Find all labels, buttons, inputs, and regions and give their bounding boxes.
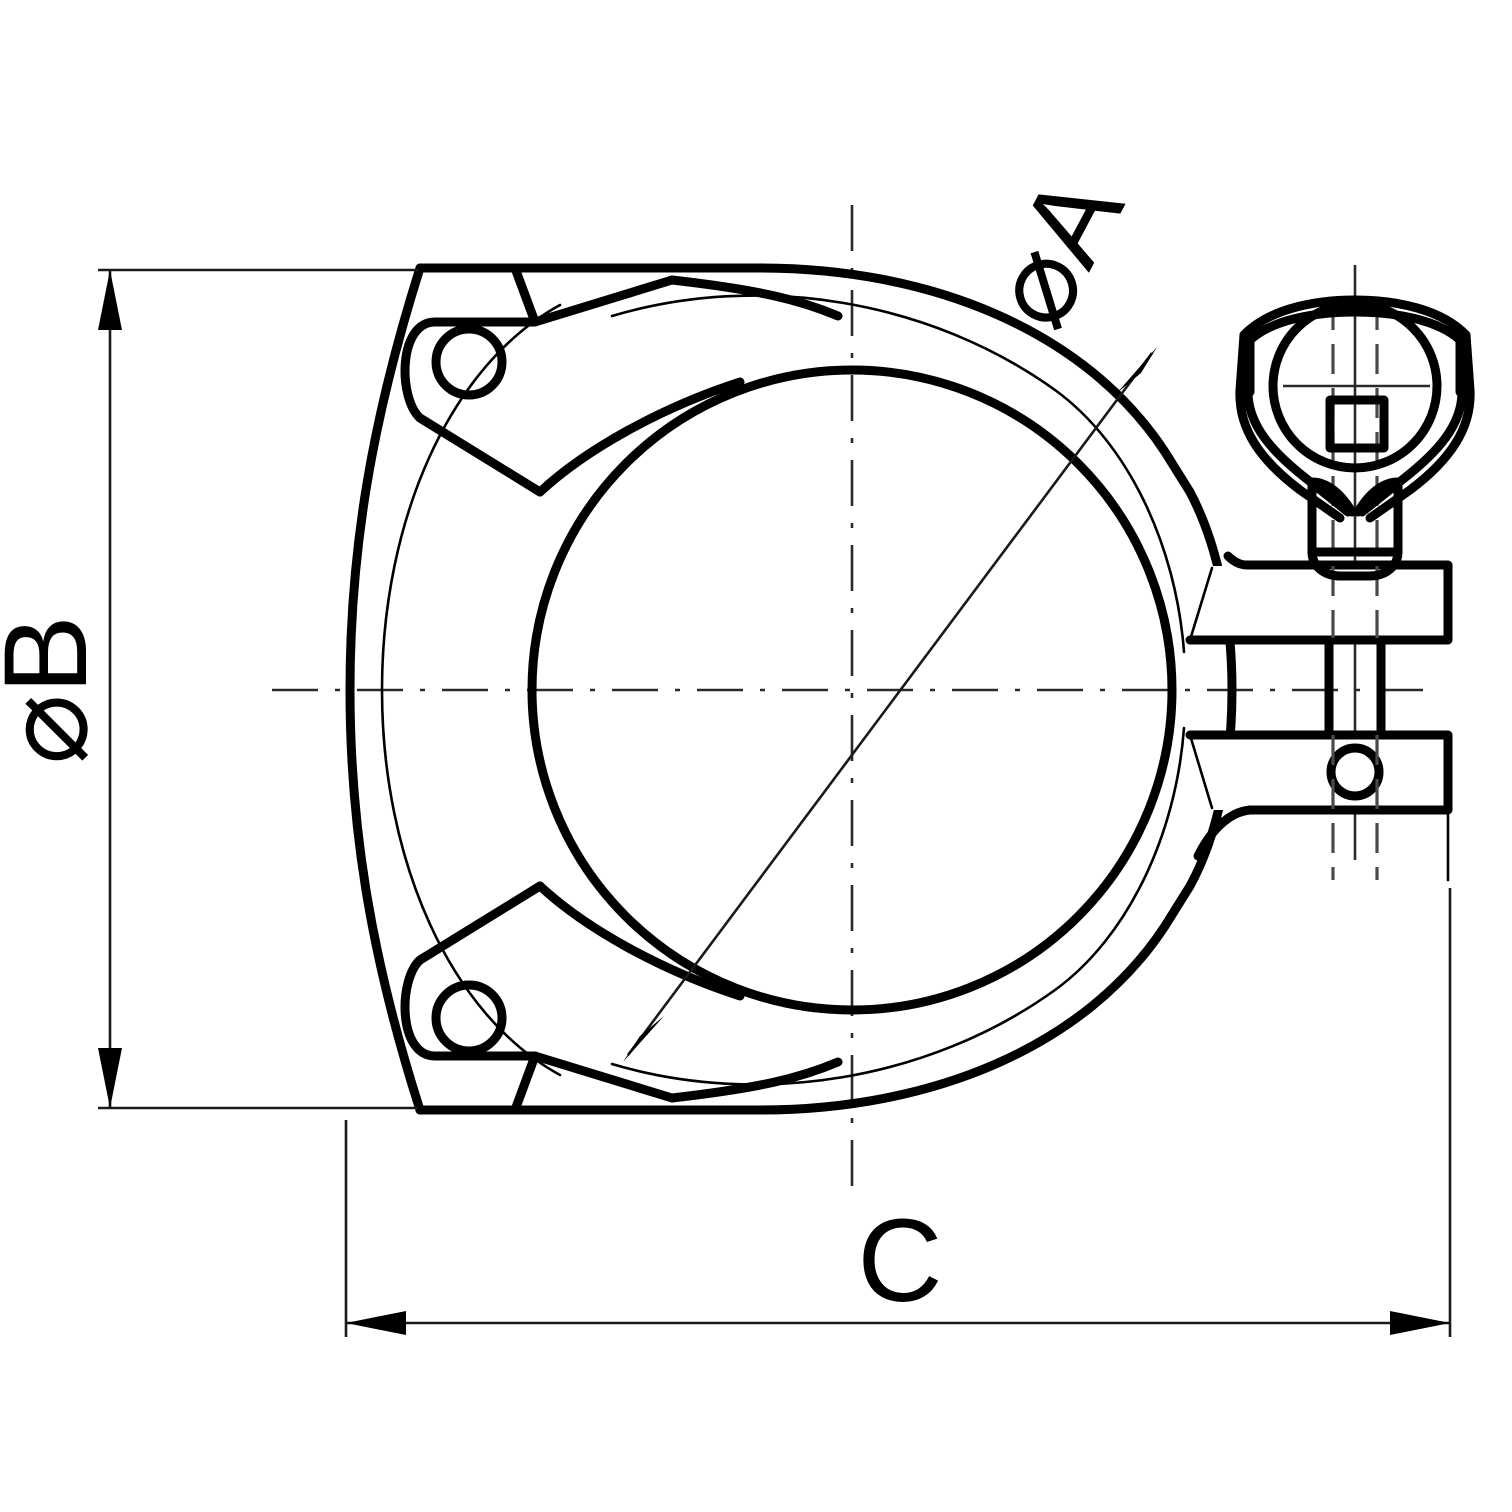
- body-inner-thin-arc-left: [380, 303, 562, 1077]
- lug-upper-corner: [1223, 551, 1252, 570]
- hinge-tab-upper-top-edge2: [667, 275, 843, 321]
- hinge-tab-upper: [400, 263, 843, 497]
- wingnut-collar-left-top: [1307, 477, 1357, 517]
- dim-c-arrow-left: [346, 1311, 406, 1335]
- hinge-tab-upper-outline: [400, 263, 545, 497]
- clamp-lug-lower: [1185, 730, 1453, 882]
- dim-b-label: ⌀B: [0, 615, 112, 765]
- hinge-tab-upper-bottom-edge: [535, 377, 745, 497]
- clamp-lug-upper: [1185, 551, 1453, 740]
- dim-a-line: [626, 352, 1154, 1056]
- dim-a-arrow-upper: [1117, 347, 1157, 393]
- hinge-tab-lower: [400, 881, 843, 1115]
- bore-circle: [527, 365, 1177, 1015]
- hinge-tab-lower-bottom-edge: [530, 1051, 677, 1103]
- hinge-tab-lower-hole: [431, 980, 507, 1056]
- body-outer-bottom-arc: [415, 881, 1195, 1115]
- wingnut-hub-circle: [1268, 299, 1442, 473]
- lug-lower-corner: [1193, 805, 1255, 861]
- wingnut-left-wing-inner: [1243, 335, 1353, 517]
- dim-c-arrow-right: [1390, 1311, 1450, 1335]
- clamp-ring-body: [345, 263, 1237, 1115]
- wingnut-right-wing-inner: [1357, 335, 1467, 517]
- lug-upper-mask: [1188, 566, 1448, 640]
- lug-upper-outline: [1185, 560, 1453, 645]
- wingnut-top-rim-inner: [1245, 307, 1465, 345]
- wingnut-collar: [1307, 477, 1403, 581]
- hinge-tab-upper-hole: [431, 324, 507, 400]
- dimension-length-c: C: [344, 888, 1452, 1337]
- lug-lower-mask: [1188, 735, 1448, 810]
- lug-lower-thin-edge: [1188, 733, 1214, 810]
- dimension-diameter-b: ⌀B: [0, 268, 418, 1110]
- wingnut-key-rect: [1325, 395, 1389, 453]
- lug-lower-outline: [1185, 730, 1453, 815]
- hinge-tab-lower-top-edge: [535, 881, 745, 1001]
- wing-nut: [1235, 295, 1475, 581]
- dim-a-arrow-lower: [623, 1016, 664, 1062]
- body-outer-left-edge: [345, 263, 425, 1115]
- wingnut-collar-right-top: [1353, 477, 1403, 517]
- dim-b-arrow-top: [98, 270, 122, 330]
- dim-b-arrow-bottom: [98, 1048, 122, 1108]
- hinge-tab-lower-bottom-edge2: [667, 1057, 843, 1103]
- lug-bolt-hole: [1326, 743, 1384, 801]
- lug-upper-thin-edge: [1188, 566, 1214, 642]
- dim-c-label: C: [857, 1195, 942, 1327]
- wingnut-left-wing: [1235, 330, 1345, 523]
- clamp-bore: [527, 365, 1177, 1015]
- hinge-tab-upper-top-edge: [530, 275, 677, 327]
- wingnut-right-wing: [1365, 330, 1475, 523]
- body-outer-top-arc: [415, 263, 1195, 497]
- hinge-tab-lower-outline: [400, 881, 545, 1115]
- body-inner-thin-arc-top: [610, 294, 1186, 654]
